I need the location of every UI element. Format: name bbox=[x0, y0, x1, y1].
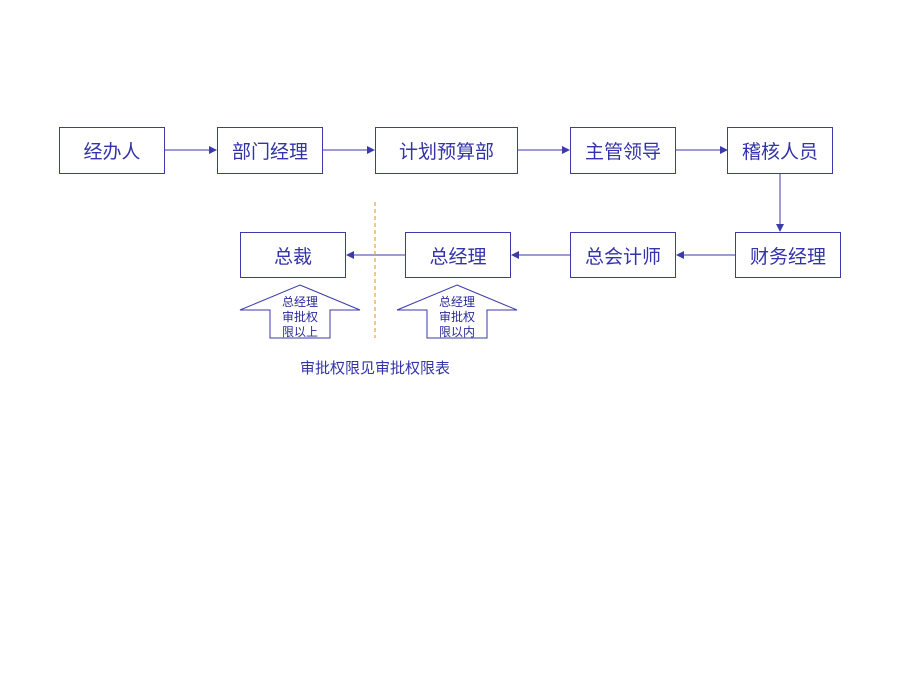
up-arrow-right-line-3: 限以内 bbox=[438, 325, 475, 339]
node-general-manager: 总经理 bbox=[405, 232, 511, 278]
up-arrow-label-left: 总经理 审批权 限以上 bbox=[270, 295, 330, 340]
up-arrow-right-line-2: 审批权 bbox=[438, 310, 475, 324]
node-supervisor: 主管领导 bbox=[570, 127, 676, 174]
node-dept-manager: 部门经理 bbox=[217, 127, 323, 174]
node-planning-budget: 计划预算部 bbox=[375, 127, 518, 174]
up-arrow-left-line-2: 审批权 bbox=[281, 310, 318, 324]
up-arrow-left-line-3: 限以上 bbox=[281, 325, 318, 339]
up-arrow-shape-right bbox=[396, 284, 518, 339]
up-arrow-right-line-1: 总经理 bbox=[438, 295, 475, 309]
node-finance-manager: 财务经理 bbox=[735, 232, 841, 278]
node-president: 总裁 bbox=[240, 232, 346, 278]
node-chief-accountant: 总会计师 bbox=[570, 232, 676, 278]
up-arrow-shape-left bbox=[239, 284, 361, 339]
up-arrow-label-right: 总经理 审批权 限以内 bbox=[427, 295, 487, 340]
node-auditor: 稽核人员 bbox=[727, 127, 833, 174]
up-arrow-left-line-1: 总经理 bbox=[281, 295, 318, 309]
approval-caption: 审批权限见审批权限表 bbox=[300, 359, 451, 377]
node-handler: 经办人 bbox=[59, 127, 165, 174]
